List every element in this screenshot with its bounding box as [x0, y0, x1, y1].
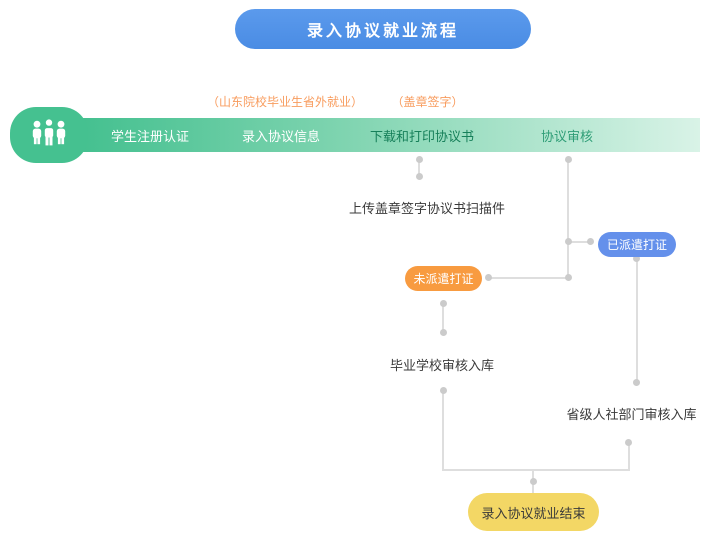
connector-dot [565, 156, 572, 163]
connector-dot [530, 478, 537, 485]
step-enter-agreement-info: 录入协议信息 [241, 128, 320, 144]
annotation-stamp-sign: （盖章签字） [391, 95, 464, 109]
connector-dot [625, 439, 632, 446]
connector-line [418, 159, 420, 176]
node-not-dispatched-badge: 未派遣打证 [405, 266, 482, 291]
connector-line [442, 303, 444, 333]
node-school-review: 毕业学校审核入库 [369, 345, 515, 383]
node-upload-scan-label: 上传盖章签字协议书扫描件 [348, 201, 505, 216]
connector-line [489, 277, 569, 279]
connector-line [636, 258, 638, 382]
connector-dot [416, 173, 423, 180]
connector-dot [440, 300, 447, 307]
connector-dot [485, 274, 492, 281]
step-student-register: 学生注册认证 [110, 128, 189, 144]
node-school-review-label: 毕业学校审核入库 [389, 357, 494, 373]
node-dispatched-label: 已派遣打证 [606, 238, 667, 252]
connector-dot [587, 238, 594, 245]
node-provincial-review: 省级人社部门审核入库 [558, 394, 705, 432]
flowchart-title-label: 录入协议就业流程 [306, 23, 459, 40]
node-process-end: 录入协议就业结束 [468, 493, 599, 531]
connector-line [568, 241, 590, 243]
connector-line [442, 469, 630, 471]
annotation-province-employment: （山东院校毕业生省外就业） [206, 95, 363, 109]
connector-dot [565, 274, 572, 281]
node-dispatched-badge: 已派遣打证 [598, 232, 676, 257]
flowchart-title: 录入协议就业流程 [235, 9, 531, 49]
connector-dot [565, 238, 572, 245]
connector-line [442, 390, 444, 471]
connector-dot [416, 156, 423, 163]
connector-line [628, 442, 630, 471]
connector-dot [633, 255, 640, 262]
process-bar [52, 118, 700, 152]
node-process-end-label: 录入协议就业结束 [481, 505, 586, 521]
connector-dot [440, 387, 447, 394]
process-bar-start-badge [10, 107, 88, 163]
step-download-print-agreement: 下载和打印协议书 [369, 128, 474, 144]
connector-dot [633, 379, 640, 386]
node-not-dispatched-label: 未派遣打证 [413, 272, 474, 286]
node-provincial-review-label: 省级人社部门审核入库 [566, 406, 697, 422]
connector-dot [440, 329, 447, 336]
connector-line [567, 159, 569, 279]
step-agreement-review: 协议审核 [540, 128, 593, 144]
people-group-icon [27, 116, 71, 154]
node-upload-scan: 上传盖章签字协议书扫描件 [337, 187, 517, 228]
